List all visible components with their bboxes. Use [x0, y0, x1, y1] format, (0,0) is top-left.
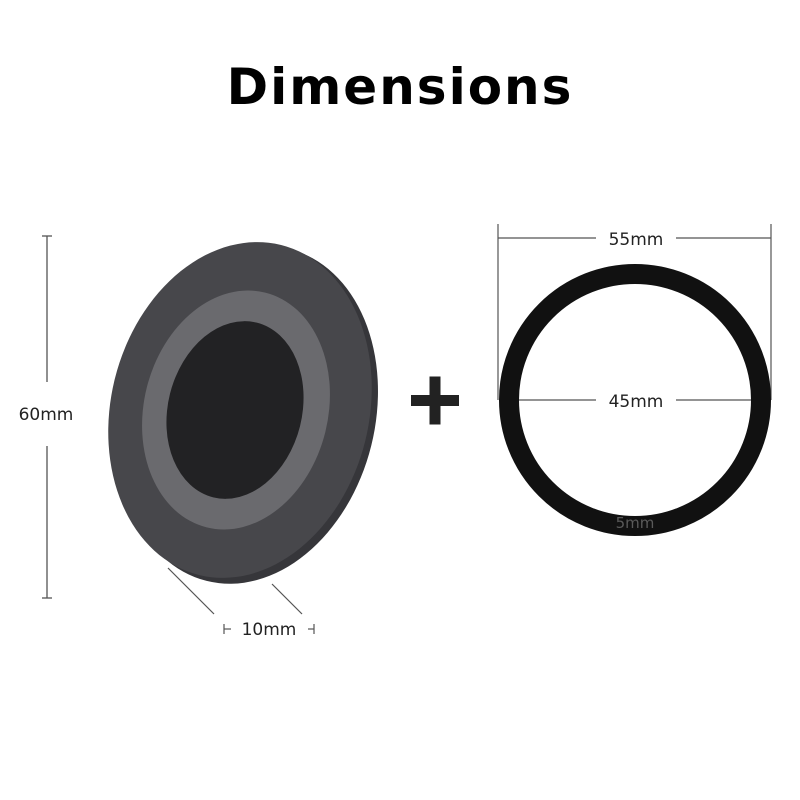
- ring-width-label: 5mm: [616, 514, 655, 532]
- magnetic-disc: [108, 242, 378, 584]
- outer-diameter-label: 55mm: [609, 230, 664, 250]
- height-label: 60mm: [19, 405, 74, 425]
- thickness-dimension: [167, 567, 315, 634]
- inner-diameter-label: 45mm: [609, 392, 664, 412]
- outer-diameter-dimension: [497, 224, 772, 400]
- page-title: Dimensions: [226, 58, 574, 116]
- thickness-label: 10mm: [242, 620, 297, 640]
- thickness-leader-left: [167, 567, 215, 615]
- thickness-leader-right: [271, 583, 303, 615]
- plus-icon: [411, 376, 459, 425]
- height-dimension: [42, 235, 52, 599]
- metal-ring: [499, 264, 771, 536]
- disc-center: [166, 321, 304, 499]
